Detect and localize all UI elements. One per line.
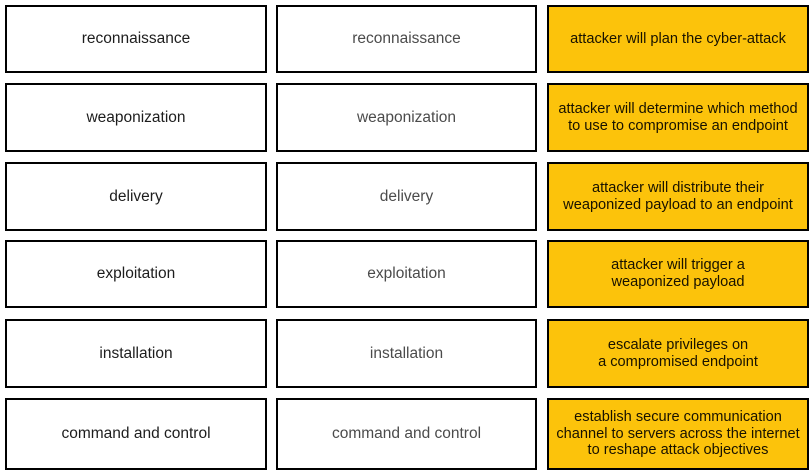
answer-slot-3-label: delivery (379, 187, 434, 205)
term-tile-3[interactable]: delivery (5, 162, 267, 231)
answer-slot-4-label: exploitation (367, 265, 446, 283)
terms-column: reconnaissance weaponization delivery ex… (0, 0, 272, 474)
answer-slot-5-label: installation (369, 344, 444, 362)
answer-slot-2[interactable]: weaponization (276, 83, 537, 152)
answer-slot-5[interactable]: installation (276, 319, 537, 388)
term-tile-4[interactable]: exploitation (5, 240, 267, 308)
definition-tile-2-label: attacker will determine which method to … (558, 100, 798, 134)
definition-tile-6[interactable]: establish secure communication channel t… (547, 398, 809, 470)
term-tile-5[interactable]: installation (5, 319, 267, 388)
term-tile-1[interactable]: reconnaissance (5, 5, 267, 73)
answer-slot-6-label: command and control (331, 425, 482, 443)
term-tile-1-label: reconnaissance (81, 30, 191, 48)
term-tile-6-label: command and control (61, 425, 211, 443)
term-tile-5-label: installation (99, 344, 173, 362)
definition-tile-2[interactable]: attacker will determine which method to … (547, 83, 809, 152)
definition-tile-3-label: attacker will distribute their weaponize… (563, 179, 793, 213)
definition-tile-4-label: attacker will trigger a weaponized paylo… (611, 257, 745, 290)
definition-tile-5-label: escalate privileges on a compromised end… (598, 336, 758, 370)
definition-tile-6-label: establish secure communication channel t… (556, 408, 800, 459)
term-tile-2-label: weaponization (86, 108, 186, 126)
definition-tile-3[interactable]: attacker will distribute their weaponize… (547, 162, 809, 231)
definition-tile-5[interactable]: escalate privileges on a compromised end… (547, 319, 809, 388)
definition-tile-1[interactable]: attacker will plan the cyber-attack (547, 5, 809, 73)
definition-tile-1-label: attacker will plan the cyber-attack (570, 30, 786, 47)
term-tile-2[interactable]: weaponization (5, 83, 267, 152)
definitions-column: attacker will plan the cyber-attack atta… (542, 0, 812, 474)
answers-column: reconnaissance weaponization delivery ex… (271, 0, 542, 474)
answer-slot-1-label: reconnaissance (352, 30, 461, 48)
answer-slot-2-label: weaponization (356, 108, 457, 126)
answer-slot-3[interactable]: delivery (276, 162, 537, 231)
term-tile-6[interactable]: command and control (5, 398, 267, 470)
answer-slot-4[interactable]: exploitation (276, 240, 537, 308)
definition-tile-4[interactable]: attacker will trigger a weaponized paylo… (547, 240, 809, 308)
answer-slot-1[interactable]: reconnaissance (276, 5, 537, 73)
term-tile-3-label: delivery (109, 187, 163, 205)
answer-slot-6[interactable]: command and control (276, 398, 537, 470)
term-tile-4-label: exploitation (96, 265, 176, 283)
